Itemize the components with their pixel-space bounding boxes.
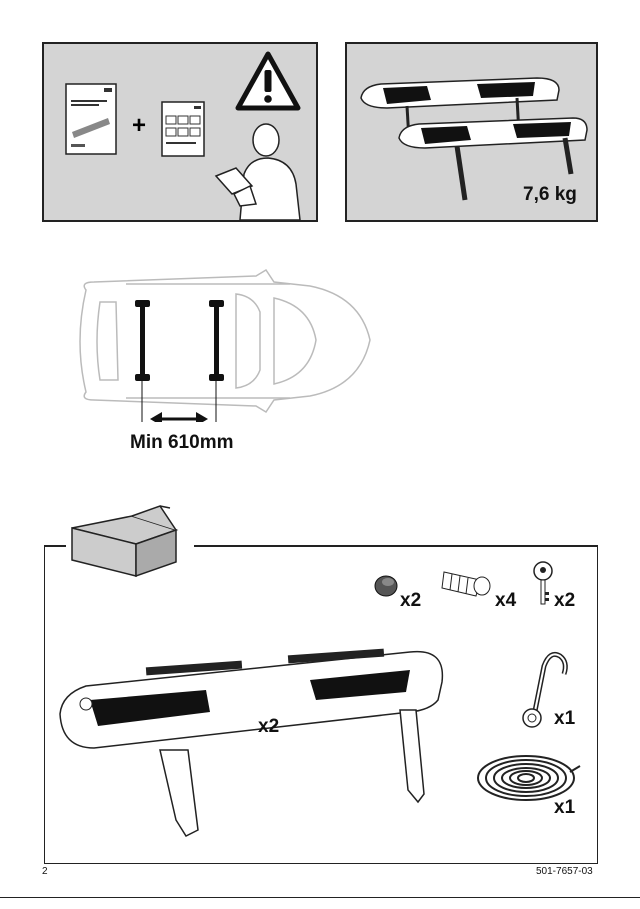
package-box-icon: [71, 505, 179, 578]
rack-lower: [398, 117, 588, 201]
person-reading-icon: [214, 123, 301, 221]
strap-qty: x1: [554, 797, 576, 818]
document-code: 501-7657-03: [536, 866, 593, 877]
min-spacing-label: Min 610mm: [130, 432, 234, 453]
rack-pair-illustration: [360, 77, 588, 201]
bike-rack-illustration: [59, 648, 444, 837]
plus-symbol: +: [132, 112, 146, 139]
key-icon: [533, 561, 553, 605]
lock-cylinder-icon: [441, 571, 491, 597]
instructions-booklet-icon: [65, 83, 117, 155]
key-qty: x2: [554, 590, 576, 611]
bottom-rule: [0, 897, 640, 898]
instructions-panel: +: [42, 42, 318, 222]
double-arrow-icon: [150, 412, 208, 422]
instructions-illustration: +: [65, 51, 301, 221]
weight-panel: 7,6 kg: [345, 42, 598, 222]
strap-coil-icon: [477, 755, 581, 801]
page-number: 2: [42, 866, 48, 877]
hook-icon: [522, 651, 568, 728]
roof-bar-front: [135, 300, 150, 381]
end-cap-qty: x2: [400, 590, 422, 611]
contents-frame: [44, 545, 598, 864]
security-booklet-icon: [161, 101, 205, 157]
car-outline: [79, 268, 371, 414]
car-top-view: [79, 268, 371, 422]
end-cap-icon: [374, 575, 398, 597]
hook-qty: x1: [554, 708, 576, 729]
warning-triangle-icon: [235, 51, 301, 111]
lock-cylinder-qty: x4: [495, 590, 517, 611]
rack-qty: x2: [258, 716, 280, 737]
roof-bar-rear: [209, 300, 224, 381]
weight-label: 7,6 kg: [523, 184, 577, 205]
